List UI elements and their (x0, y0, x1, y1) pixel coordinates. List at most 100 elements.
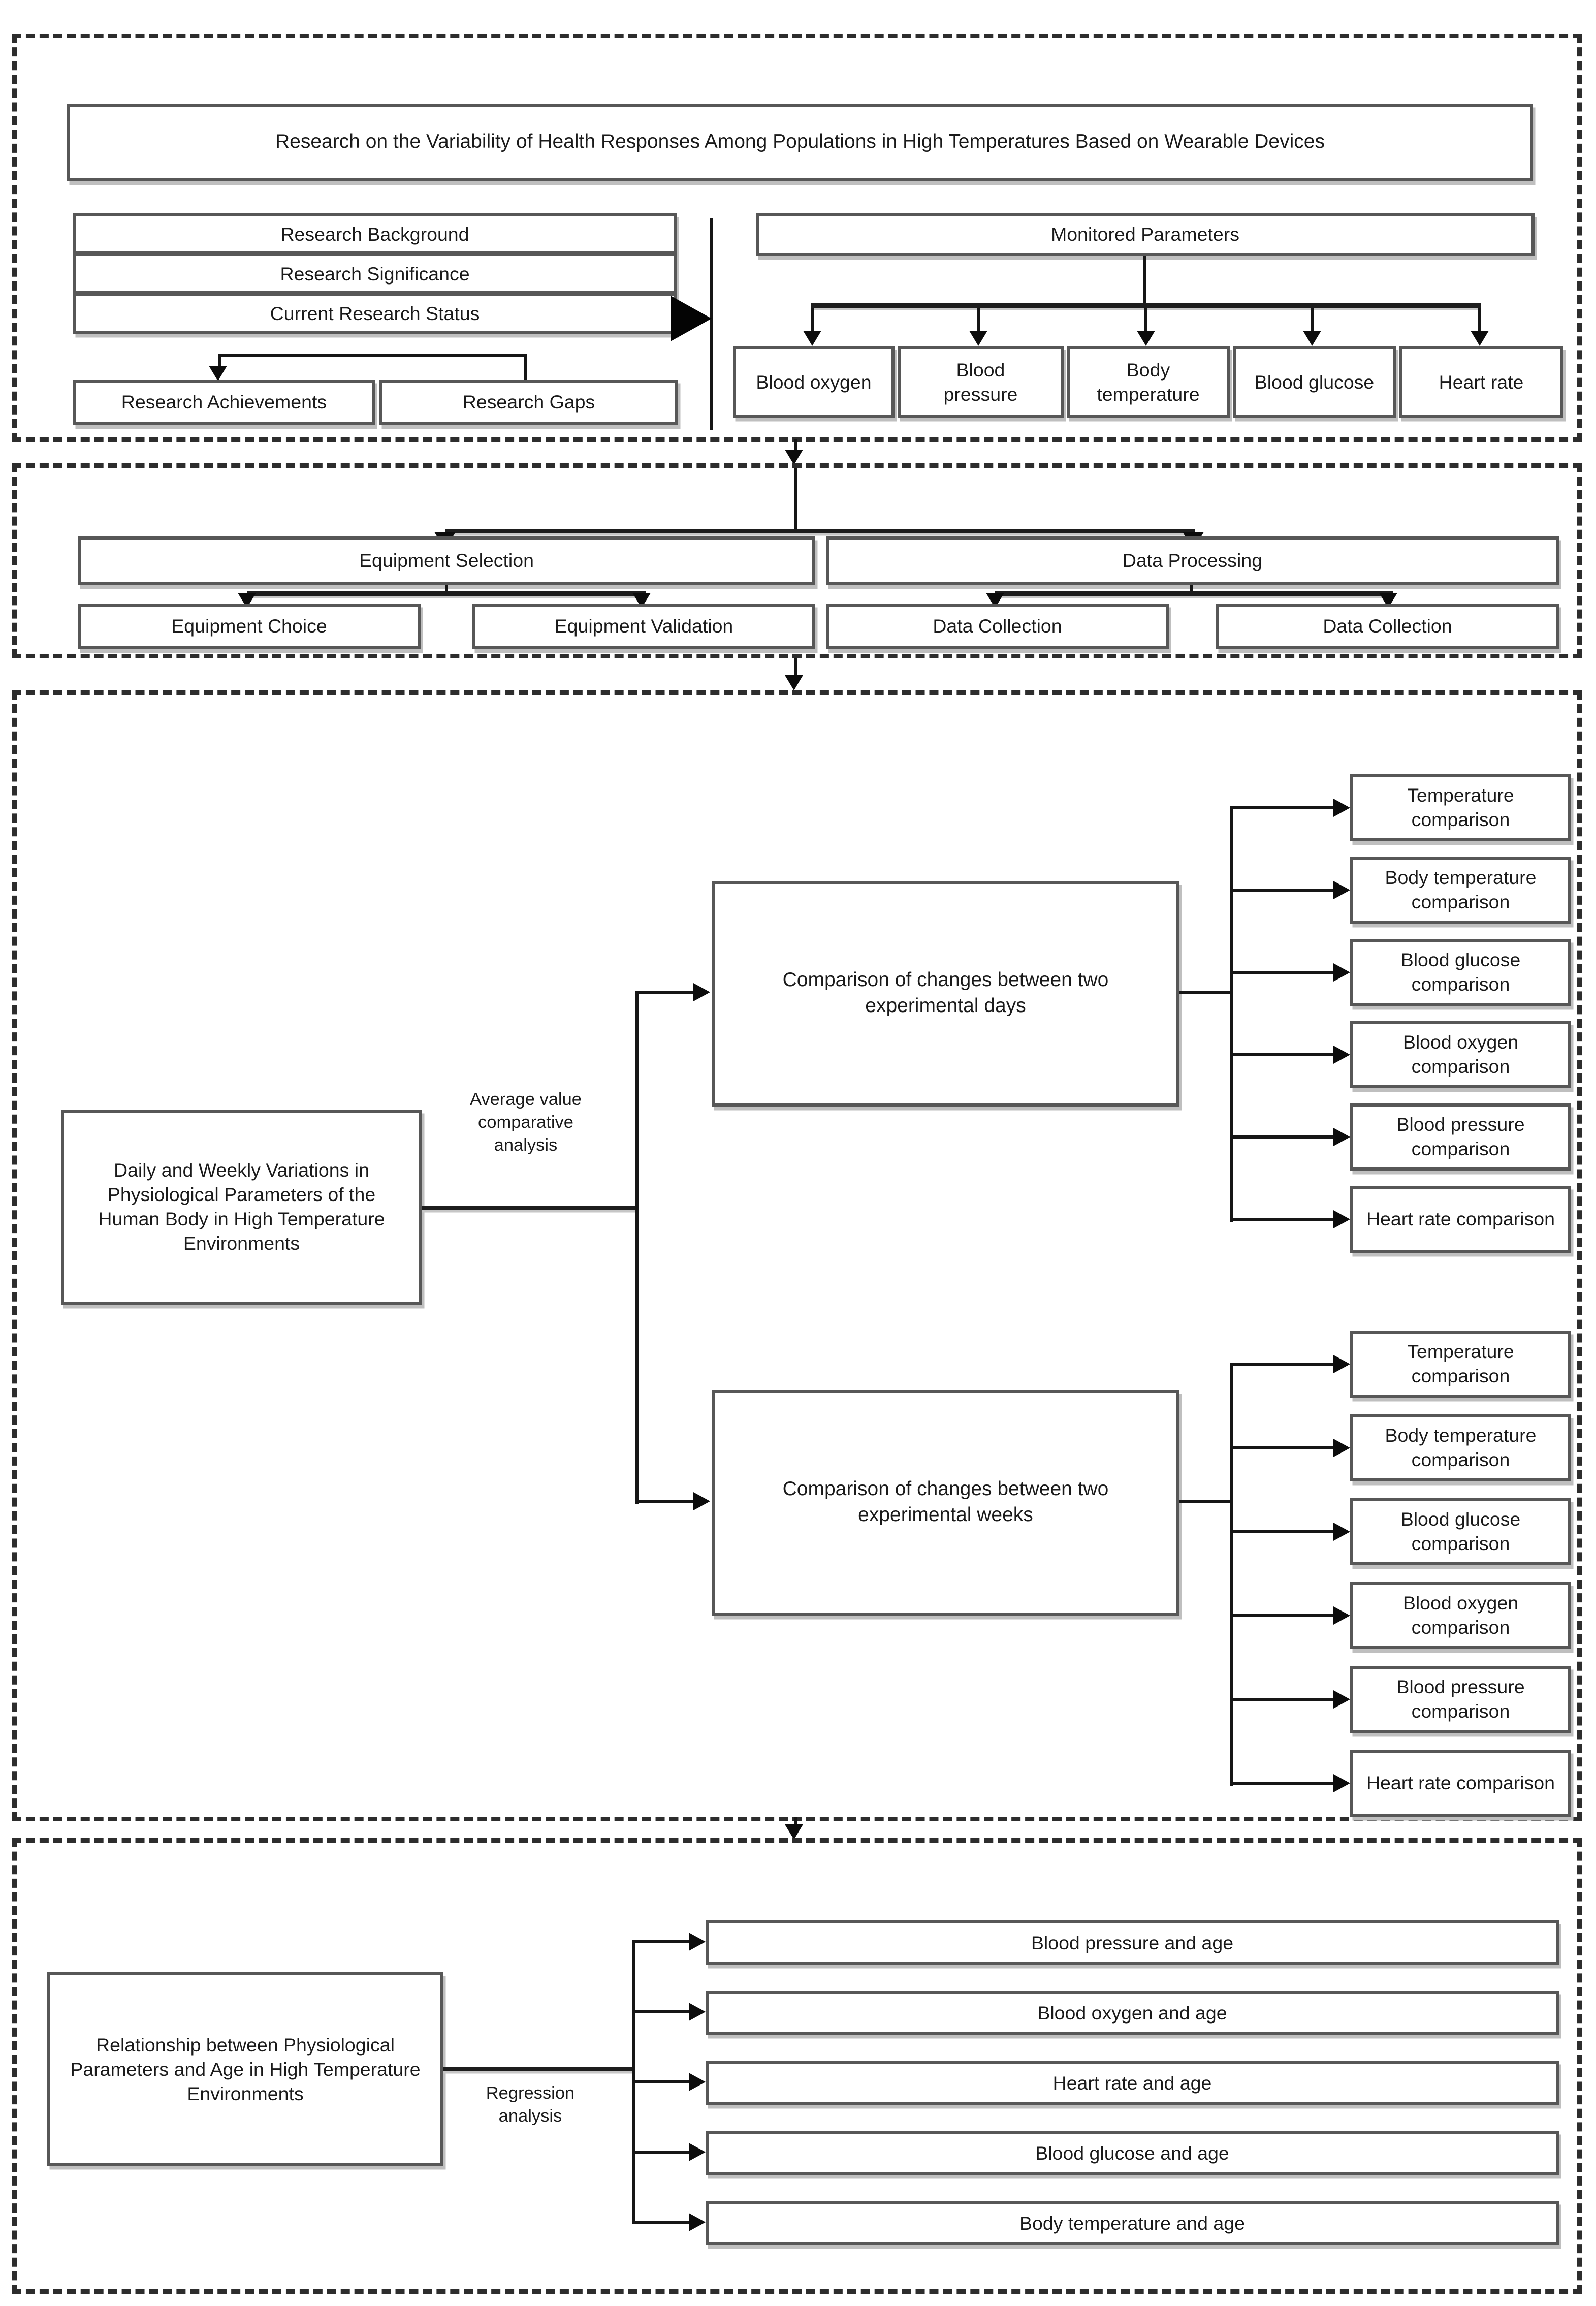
edge-label-average-value-analysis: Average value comparative analysis (470, 1091, 582, 1155)
connector-weeks-child-4 (1231, 1614, 1335, 1617)
arrowhead-right-weeks (693, 1492, 710, 1510)
arrowhead-right-days-child-2 (1333, 881, 1350, 899)
connector-dp-stem (1190, 585, 1193, 594)
connector-params-stem (1143, 256, 1146, 305)
arrowhead-right-days-child-3 (1333, 963, 1350, 982)
connector-s4-child-3 (635, 2080, 690, 2083)
connector-param-drop-1 (811, 308, 814, 332)
connector-param-drop-3 (1144, 308, 1147, 332)
arrowhead-right-weeks-child-1 (1333, 1355, 1350, 1373)
connector-weeks-child-1 (1231, 1363, 1335, 1366)
connector-s2-stem (794, 468, 797, 530)
box-data-collection-1: Data Collection (826, 604, 1169, 649)
connector-s2-s3-stem (794, 658, 797, 678)
box-heart-rate-and-age: Heart rate and age (706, 2061, 1559, 2105)
box-data-collection-2: Data Collection (1216, 604, 1559, 649)
connector-branch-weeks-line (635, 1500, 695, 1503)
connector-days-child-5 (1231, 1135, 1335, 1139)
box-blood-pressure-and-age: Blood pressure and age (706, 1920, 1559, 1965)
main-title-box: Research on the Variability of Health Re… (67, 104, 1533, 181)
connector-days-child-3 (1231, 971, 1335, 974)
connector-s3-root-line (422, 1206, 639, 1210)
section-4-regression-frame (12, 1838, 1582, 2294)
connector-s3-s4-stem (794, 1817, 797, 1827)
box-equipment-selection: Equipment Selection (78, 536, 815, 585)
box-blood-oxygen-and-age: Blood oxygen and age (706, 1991, 1559, 2035)
connector-s2-splitter (445, 529, 1195, 533)
box-research-achievements: Research Achievements (73, 380, 375, 425)
box-days-blood-pressure-comparison: Blood pressure comparison (1350, 1103, 1571, 1171)
box-current-research-status: Current Research Status (73, 293, 677, 334)
box-blood-oxygen: Blood oxygen (733, 346, 895, 418)
box-weeks-body-temperature-comparison: Body temperature comparison (1350, 1414, 1571, 1481)
arrowhead-right-weeks-child-4 (1333, 1606, 1350, 1625)
arrowhead-right-s4-child-5 (689, 2213, 706, 2231)
connector-es-splitter (247, 591, 646, 596)
arrowhead-down-s3-s4 (785, 1824, 803, 1840)
box-equipment-choice: Equipment Choice (78, 604, 421, 649)
connector-bracket-line (218, 354, 527, 357)
box-relationship-parameters-age: Relationship between Physiological Param… (47, 1972, 443, 2166)
connector-weeks-child-3 (1231, 1530, 1335, 1533)
connector-dp-splitter (995, 591, 1393, 596)
box-daily-weekly-variations: Daily and Weekly Variations in Physiolog… (61, 1110, 422, 1305)
connector-params-splitter (811, 303, 1481, 308)
connector-s4-child-4 (635, 2151, 690, 2154)
arrowhead-down-param-3 (1137, 331, 1155, 346)
box-days-blood-glucose-comparison: Blood glucose comparison (1350, 939, 1571, 1006)
box-weeks-temperature-comparison: Temperature comparison (1350, 1331, 1571, 1398)
arrowhead-right-weeks-child-6 (1333, 1774, 1350, 1792)
box-weeks-blood-glucose-comparison: Blood glucose comparison (1350, 1498, 1571, 1565)
arrowhead-right-days (693, 983, 710, 1001)
box-comparison-days: Comparison of changes between two experi… (712, 881, 1179, 1107)
box-research-significance: Research Significance (73, 253, 677, 294)
connector-s1-s2-stem (794, 439, 797, 453)
arrowhead-right-days-child-5 (1333, 1128, 1350, 1146)
box-data-processing: Data Processing (826, 536, 1559, 585)
arrowhead-right-weeks-child-3 (1333, 1523, 1350, 1541)
connector-weeks-spine (1230, 1363, 1233, 1786)
connector-weeks-child-5 (1231, 1698, 1335, 1701)
arrowhead-right-days-child-4 (1333, 1046, 1350, 1064)
box-research-gaps: Research Gaps (379, 380, 678, 425)
connector-branch-days-line (635, 991, 695, 994)
box-blood-glucose-and-age: Blood glucose and age (706, 2131, 1559, 2175)
connector-s4-spine (632, 1940, 635, 2224)
connector-weeks-child-6 (1231, 1782, 1335, 1785)
box-blood-pressure: Blood pressure (898, 346, 1064, 418)
arrowhead-down-s2-s3 (785, 675, 803, 690)
box-days-blood-oxygen-comparison: Blood oxygen comparison (1350, 1021, 1571, 1088)
box-weeks-heart-rate-comparison: Heart rate comparison (1350, 1750, 1571, 1817)
section-3-variations-frame (12, 690, 1582, 1821)
arrowhead-right-days-child-1 (1333, 799, 1350, 817)
connector-s4-child-5 (635, 2221, 690, 2224)
connector-bracket-left-stem (218, 354, 221, 369)
box-monitored-parameters: Monitored Parameters (756, 213, 1535, 256)
box-weeks-blood-pressure-comparison: Blood pressure comparison (1350, 1666, 1571, 1733)
connector-days-child-6 (1231, 1218, 1335, 1221)
edge-label-regression-analysis: Regression analysis (486, 2085, 575, 2126)
arrowhead-down-param-1 (803, 331, 821, 346)
arrowhead-down-param-4 (1303, 331, 1321, 346)
box-weeks-blood-oxygen-comparison: Blood oxygen comparison (1350, 1582, 1571, 1649)
arrowhead-right-s4-child-4 (689, 2143, 706, 2161)
connector-s4-root-line (443, 2067, 635, 2071)
connector-days-child-1 (1231, 806, 1335, 809)
connector-s4-child-2 (635, 2010, 690, 2013)
connector-s4-child-1 (635, 1940, 690, 1943)
box-days-temperature-comparison: Temperature comparison (1350, 774, 1571, 841)
connector-param-drop-2 (977, 308, 980, 332)
box-body-temperature: Body temperature (1067, 346, 1230, 418)
connector-days-child-4 (1231, 1053, 1335, 1056)
arrowhead-down-param-5 (1471, 331, 1489, 346)
arrowhead-right-weeks-child-5 (1333, 1690, 1350, 1709)
box-days-body-temperature-comparison: Body temperature comparison (1350, 857, 1571, 924)
connector-param-drop-5 (1478, 308, 1481, 332)
connector-bracket-right-stem (524, 354, 527, 380)
section-2-methods-frame (12, 463, 1582, 658)
arrowhead-right-s4-child-3 (689, 2073, 706, 2091)
connector-es-stem (445, 585, 448, 594)
arrowhead-down-s1-s2 (785, 450, 803, 465)
connector-days-out (1179, 991, 1233, 994)
